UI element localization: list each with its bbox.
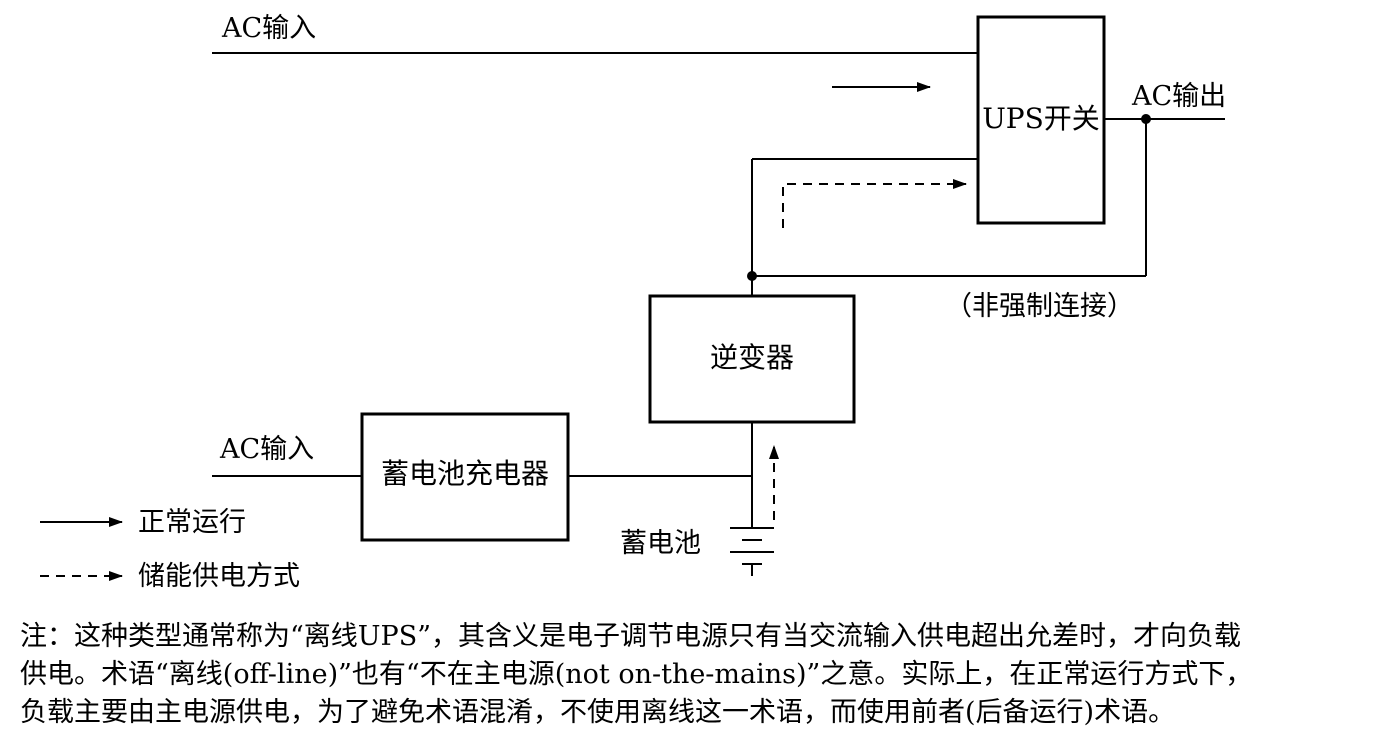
ups-switch-label: UPS开关	[982, 102, 1100, 135]
ac-input-bottom-label: AC输入	[219, 434, 314, 465]
note-line-1: 注：这种类型通常称为“离线UPS”，其含义是电子调节电源只有当交流输入供电超出允…	[20, 621, 1242, 652]
note-line-3: 负载主要由主电源供电，为了避免术语混淆，不使用离线这一术语，而使用前者(后备运行…	[20, 697, 1176, 728]
inverter-label: 逆变器	[710, 341, 794, 374]
note-line-2: 供电。术语“离线(off-line)”也有“不在主电源(not on-the-m…	[20, 659, 1253, 690]
battery-symbol	[730, 527, 774, 576]
ups-switch-box	[976, 15, 1106, 225]
battery-label: 蓄电池	[620, 528, 701, 559]
ups-block-diagram: AC输入 UPS开关 AC输出 （非强制连接） 逆变器 AC输入 蓄电池充电器 …	[40, 13, 1226, 592]
optional-link-label: （非强制连接）	[945, 291, 1134, 322]
legend-stored-energy-label: 储能供电方式	[138, 561, 300, 592]
inverter-box	[648, 294, 856, 424]
explanatory-note: 注：这种类型通常称为“离线UPS”，其含义是电子调节电源只有当交流输入供电超出允…	[20, 618, 1365, 732]
inverter-junction-dot	[747, 271, 757, 281]
legend-normal-label: 正常运行	[138, 507, 246, 538]
stored-energy-flow-arrow-top	[782, 179, 967, 228]
ac-input-top-label: AC输入	[221, 13, 316, 44]
charger-label: 蓄电池充电器	[381, 457, 549, 490]
ac-output-label: AC输出	[1131, 81, 1226, 112]
